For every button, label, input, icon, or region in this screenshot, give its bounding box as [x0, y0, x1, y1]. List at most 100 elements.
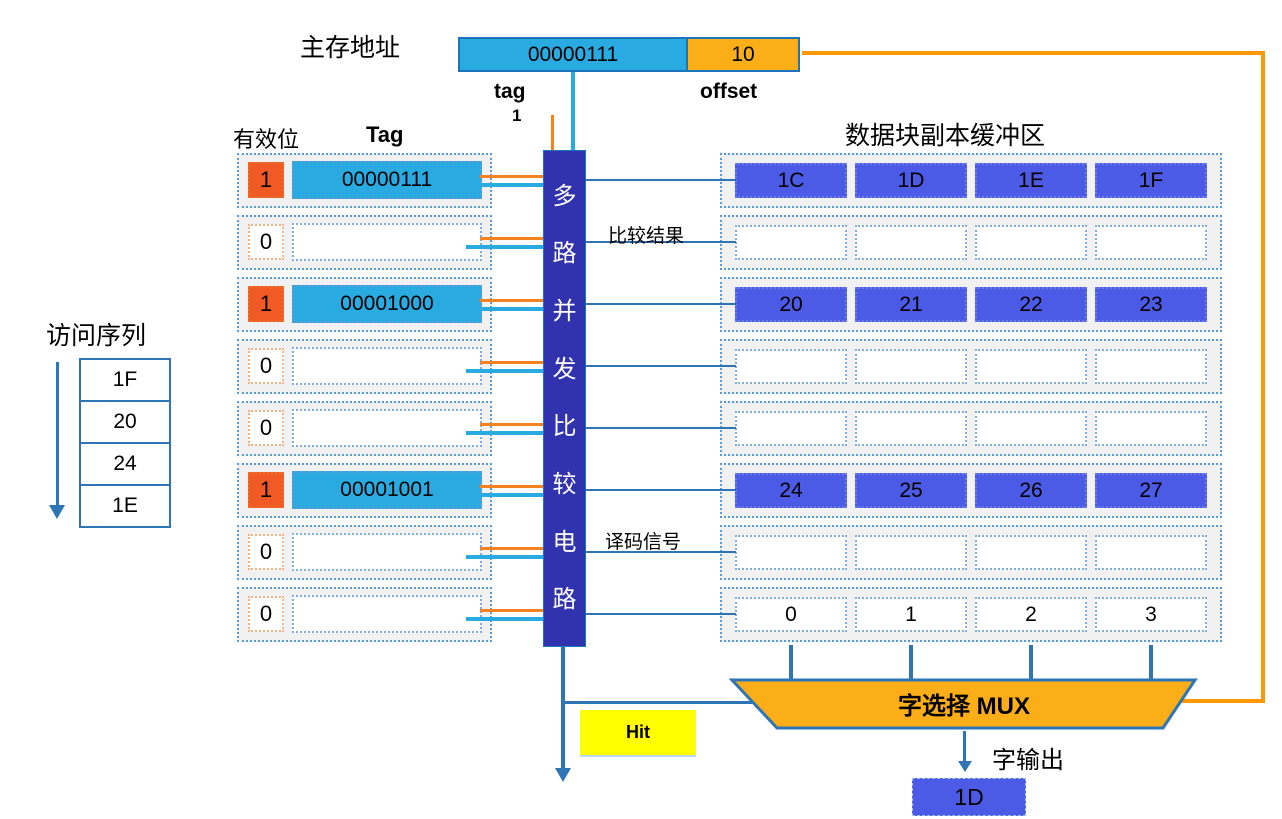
- comparator-char: 比: [552, 413, 577, 441]
- mux-shape: [728, 678, 1198, 730]
- hit-to-mux-line: [563, 701, 763, 704]
- access-sequence-title: 访问序列: [46, 322, 147, 350]
- access-sequence-arrow-icon: [49, 505, 65, 519]
- buffer-cell: 1D: [855, 163, 967, 198]
- tag-compare-line-cyan: [466, 617, 543, 621]
- buffer-cell: 20: [735, 287, 847, 322]
- buffer-cell: 2: [975, 597, 1087, 632]
- buffer-cell: [855, 349, 967, 384]
- tag-drop-line: [571, 72, 575, 153]
- comparator-char: 多: [552, 182, 577, 210]
- tag-cell: 00001001: [292, 471, 482, 509]
- tag-compare-line-cyan: [466, 555, 543, 559]
- offset-line-to-mux: [1180, 699, 1265, 703]
- address-tag-field: 00000111: [460, 39, 686, 70]
- valid-bit-cell: 0: [248, 534, 284, 570]
- word-output-box: 1D: [912, 778, 1026, 816]
- tag-width-tick: [551, 115, 554, 153]
- buffer-cell: [735, 411, 847, 446]
- comparator-char: 并: [552, 297, 577, 325]
- tag-cell: [292, 347, 482, 385]
- valid-bit-cell: 1: [248, 162, 284, 198]
- tag-compare-line-cyan: [466, 245, 543, 249]
- tag-compare-line-orange: [480, 423, 543, 426]
- buffer-cell: [1095, 225, 1207, 260]
- tag-cell: 00000111: [292, 161, 482, 199]
- valid-bit-cell: 1: [248, 286, 284, 322]
- buffer-cell: [855, 411, 967, 446]
- mux-input-line: [789, 645, 793, 679]
- mux-input-line: [1029, 645, 1033, 679]
- valid-bit-cell: 0: [248, 348, 284, 384]
- offset-line-right: [1261, 51, 1265, 703]
- offset-label: offset: [700, 80, 758, 103]
- tag-label: tag: [494, 80, 526, 103]
- access-sequence-item: 1E: [81, 484, 169, 526]
- compare-result-label: 比较结果: [608, 226, 685, 247]
- buffer-cell: [1095, 535, 1207, 570]
- buffer-cell: [1095, 411, 1207, 446]
- tag-header: Tag: [366, 122, 404, 147]
- buffer-cell: 1F: [1095, 163, 1207, 198]
- word-out-label: 字输出: [992, 747, 1064, 774]
- hit-down-arrow-icon: [555, 768, 571, 782]
- main-address-label: 主存地址: [300, 34, 401, 62]
- buffer-cell: [735, 349, 847, 384]
- tag-compare-line-orange: [480, 237, 543, 240]
- word-out-arrow-icon: [958, 761, 972, 772]
- valid-bit-cell: 0: [248, 596, 284, 632]
- tag-cell: [292, 533, 482, 571]
- word-out-line: [963, 731, 966, 763]
- buffer-cell: [855, 225, 967, 260]
- buffer-cell: 21: [855, 287, 967, 322]
- access-sequence-item: 24: [81, 442, 169, 484]
- comparator-char: 路: [552, 240, 577, 268]
- buffer-cell: 25: [855, 473, 967, 508]
- decode-signal-label: 译码信号: [605, 532, 682, 553]
- tag-cell: 00001000: [292, 285, 482, 323]
- buffer-cell: 1C: [735, 163, 847, 198]
- buffer-cell: [975, 225, 1087, 260]
- select-line: [586, 179, 736, 181]
- comparator-box: 多路并发比较电路: [543, 150, 586, 647]
- tag-compare-line-cyan: [466, 307, 543, 311]
- tag-compare-line-cyan: [466, 493, 543, 497]
- valid-bit-cell: 0: [248, 410, 284, 446]
- buffer-cell: [855, 535, 967, 570]
- mux-label: 字选择 MUX: [898, 693, 1030, 720]
- offset-line-top: [802, 51, 1265, 55]
- buffer-cell: [975, 411, 1087, 446]
- tag-compare-line-cyan: [466, 369, 543, 373]
- select-line: [586, 303, 736, 305]
- access-sequence-item: 20: [81, 400, 169, 442]
- select-line: [586, 365, 736, 367]
- valid-bit-cell: 1: [248, 472, 284, 508]
- tag-compare-line-orange: [480, 547, 543, 550]
- tag-compare-line-orange: [480, 299, 543, 302]
- address-offset-field: 10: [686, 39, 798, 70]
- mux-input-line: [909, 645, 913, 679]
- buffer-cell: 23: [1095, 287, 1207, 322]
- buffer-cell: [735, 225, 847, 260]
- buffer-cell: 1E: [975, 163, 1087, 198]
- buffer-cell: 3: [1095, 597, 1207, 632]
- tag-cell: [292, 409, 482, 447]
- valid-bit-cell: 0: [248, 224, 284, 260]
- buffer-cell: 26: [975, 473, 1087, 508]
- select-line: [586, 489, 736, 491]
- buffer-cell: [975, 349, 1087, 384]
- buffer-header: 数据块副本缓冲区: [845, 122, 1046, 150]
- buffer-cell: 1: [855, 597, 967, 632]
- main-address-box: 00000111 10: [458, 37, 800, 72]
- access-sequence-item: 1F: [112, 368, 138, 391]
- tag-cell: [292, 223, 482, 261]
- tag-width-bit-label: 1: [512, 106, 522, 125]
- tag-compare-line-orange: [480, 175, 543, 178]
- select-line: [586, 241, 736, 243]
- select-line: [586, 427, 736, 429]
- buffer-cell: [1095, 349, 1207, 384]
- comparator-char: 发: [552, 355, 577, 383]
- access-sequence-arrow-line: [56, 362, 59, 508]
